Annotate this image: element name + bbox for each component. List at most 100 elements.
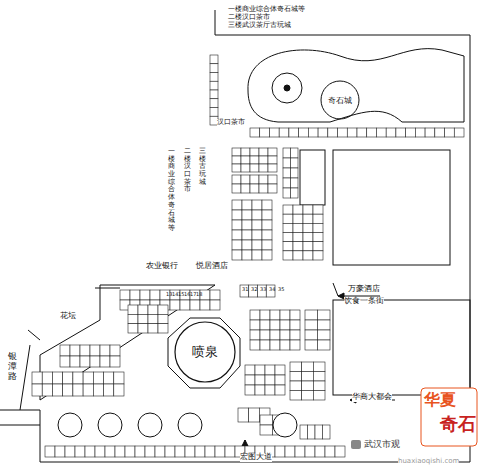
stall-number: 35 — [278, 287, 284, 293]
stall-cell — [268, 175, 277, 184]
stall-cell — [200, 300, 210, 310]
stall-cell — [262, 240, 272, 250]
stall-cell — [250, 128, 260, 137]
stall-cell — [250, 340, 260, 350]
stall-cell — [95, 446, 105, 457]
fountain-plaza — [168, 318, 240, 388]
stall-cell — [328, 128, 338, 137]
building-block — [333, 300, 470, 395]
stall-cell — [260, 330, 270, 340]
stall-cell — [275, 375, 285, 385]
stall-cell — [293, 223, 303, 232]
stall-number: 13 — [166, 292, 172, 298]
stall-cell — [293, 205, 303, 214]
stall-cell — [42, 384, 52, 396]
stall-cell — [323, 425, 331, 439]
stall-cell — [63, 384, 73, 396]
stall-cell — [93, 384, 103, 396]
stall-cell — [90, 356, 100, 367]
stall-cell — [268, 148, 277, 156]
stall-cell — [180, 300, 190, 310]
stall-cell — [303, 251, 313, 260]
stall-cell — [245, 365, 255, 375]
stall-cell — [290, 362, 302, 372]
stall-cell — [318, 320, 331, 330]
stall-cell — [80, 356, 90, 367]
leader-line — [215, 10, 216, 35]
stall-cell — [130, 290, 140, 300]
stall-cell — [114, 372, 124, 384]
stall-number: 16 — [184, 292, 190, 298]
stall-cell — [283, 188, 291, 198]
stall-cell — [265, 365, 275, 375]
stall-cell — [83, 384, 93, 396]
stall-cell — [232, 175, 241, 184]
stall-cell — [249, 285, 258, 297]
stall-cell — [283, 158, 291, 168]
stall-cell — [318, 340, 331, 350]
stall-cell — [386, 128, 396, 137]
stall-cell — [241, 184, 250, 193]
stall-cell — [435, 128, 445, 137]
stall-cell — [42, 372, 52, 384]
place-label: 三楼武汉茶厅古玩城 — [228, 22, 291, 29]
stall-cell — [242, 240, 252, 250]
stall-cell — [252, 250, 262, 260]
stall-cell — [100, 356, 110, 367]
place-label: 一楼商业综合体奇石城等 — [168, 148, 175, 233]
stone-plaza — [321, 81, 359, 119]
stall-cell — [70, 356, 80, 367]
stall-cell — [280, 310, 290, 320]
stall-cell — [165, 446, 175, 457]
stall-cell — [210, 64, 218, 73]
node-text: 喷泉 — [192, 343, 218, 361]
watermark-logo — [351, 388, 477, 449]
stall-cell — [313, 362, 325, 372]
stall-cell — [313, 242, 323, 251]
stall-cell — [104, 372, 114, 384]
stall-cell — [303, 242, 313, 251]
stall-cell — [279, 128, 289, 137]
stall-cell — [242, 220, 252, 230]
plaza-label: 奇石城 — [322, 92, 358, 108]
stall-cell — [262, 200, 272, 210]
round-pavilion — [98, 413, 122, 437]
stall-cell — [250, 320, 260, 330]
watermark-text: 武汉市观 — [364, 440, 400, 450]
stall-cell — [158, 314, 168, 323]
stall-cell — [80, 345, 90, 356]
stall-cell — [259, 164, 268, 172]
stall-cell — [114, 384, 124, 396]
stall-cell — [291, 178, 299, 188]
stall-number: 31 — [242, 287, 248, 293]
place-label: 农业银行 — [146, 262, 178, 271]
stall-cell — [210, 108, 218, 117]
stall-cell — [70, 345, 80, 356]
stall-cell — [280, 330, 290, 340]
stall-cell — [252, 220, 262, 230]
stall-number: 32 — [251, 287, 257, 293]
stall-cell — [52, 372, 62, 384]
stall-cell — [445, 128, 455, 137]
stall-cell — [270, 310, 280, 320]
stall-cell — [425, 128, 435, 137]
stall-cell — [303, 233, 313, 242]
place-label: 三楼古玩城 — [199, 148, 206, 186]
watermark-text: 华夏 — [424, 391, 456, 409]
stall-cell — [303, 214, 313, 223]
stall-cell — [293, 251, 303, 260]
stall-cell — [308, 128, 318, 137]
stall-cell — [262, 250, 272, 260]
stall-cell — [260, 425, 273, 435]
fountain-ring — [175, 322, 235, 382]
stall-cell — [55, 446, 65, 457]
stall-cell — [259, 156, 268, 164]
stall-cell — [280, 340, 290, 350]
watermark-text: huaxiaoqishi.com — [398, 458, 459, 466]
stall-cell — [241, 175, 250, 184]
stall-cell — [270, 320, 280, 330]
stall-cell — [275, 385, 285, 395]
stall-cell — [232, 210, 242, 220]
place-label: 一楼商业综合体奇石城等 — [228, 6, 305, 13]
watermark-text: 奇石 — [440, 414, 476, 434]
